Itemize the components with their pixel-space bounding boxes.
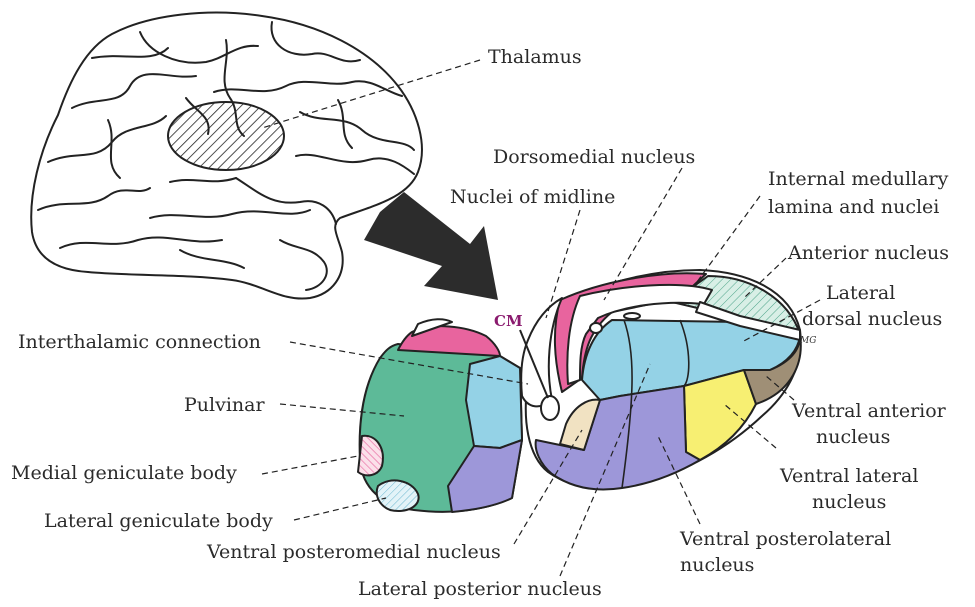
label-lateral-geniculate: Lateral geniculate body bbox=[44, 510, 273, 532]
label-midline: Nuclei of midline bbox=[450, 186, 615, 208]
label-vpm: Ventral posteromedial nucleus bbox=[207, 541, 501, 563]
label-internal-medullary-2: lamina and nuclei bbox=[768, 196, 939, 218]
label-lateral-dorsal-2: dorsal nucleus bbox=[802, 308, 942, 330]
label-ventral-anterior-2: nucleus bbox=[816, 426, 890, 448]
main-thalamus bbox=[521, 270, 800, 489]
label-internal-medullary-1: Internal medullary bbox=[768, 168, 948, 190]
thalamus-hatch-region bbox=[168, 102, 284, 170]
label-vpl-1: Ventral posterolateral bbox=[680, 528, 891, 550]
label-ventral-anterior-1: Ventral anterior bbox=[792, 400, 946, 422]
label-anterior: Anterior nucleus bbox=[788, 242, 949, 264]
label-medial-geniculate: Medial geniculate body bbox=[11, 462, 237, 484]
label-pulvinar: Pulvinar bbox=[184, 394, 265, 416]
label-interthalamic: Interthalamic connection bbox=[18, 331, 261, 353]
pointer-arrow bbox=[364, 192, 498, 300]
label-lateral-dorsal-1: Lateral bbox=[826, 282, 895, 304]
label-cm: CM bbox=[494, 312, 523, 330]
label-ventral-lateral-1: Ventral lateral bbox=[780, 465, 918, 487]
label-dorsomedial: Dorsomedial nucleus bbox=[493, 146, 695, 168]
label-ventral-lateral-2: nucleus bbox=[812, 491, 886, 513]
label-lateral-posterior: Lateral posterior nucleus bbox=[358, 578, 602, 600]
pulvinar-block bbox=[358, 319, 522, 512]
label-vpl-2: nucleus bbox=[680, 554, 754, 576]
label-mg-tag: MG bbox=[800, 336, 816, 346]
label-thalamus: Thalamus bbox=[488, 46, 582, 68]
